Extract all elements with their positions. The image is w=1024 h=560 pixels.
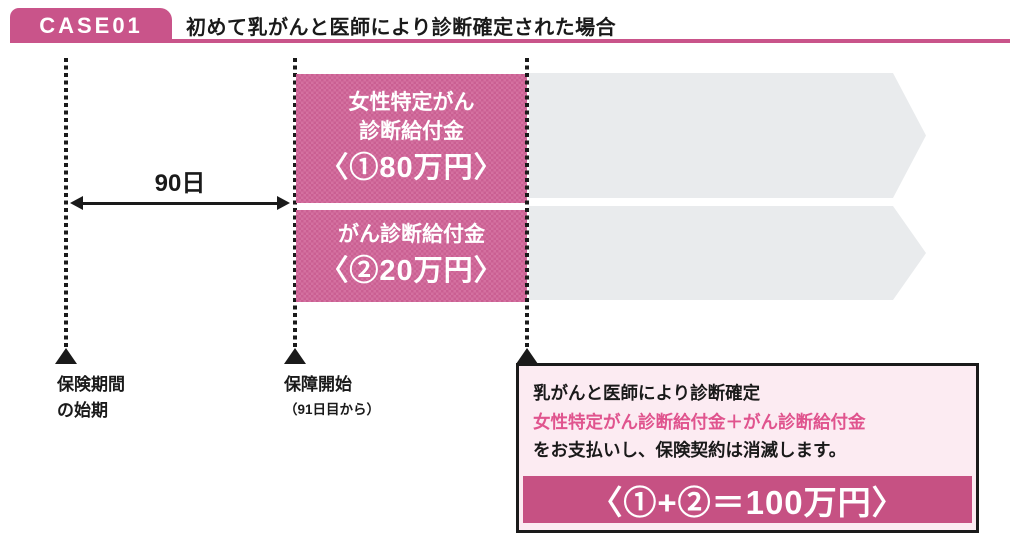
triangle-marker-icon <box>55 348 77 364</box>
benefit-block-name-line: 女性特定がん <box>348 91 475 115</box>
benefit-block-female-specific-cancer: 女性特定がん 診断給付金 〈①80万円〉 <box>296 74 527 203</box>
payout-box: 乳がんと医師により診断確定 女性特定がん診断給付金＋がん診断給付金 をお支払いし… <box>516 363 979 533</box>
case-badge: CASE01 <box>10 8 172 43</box>
payout-line-benefits: 女性特定がん診断給付金＋がん診断給付金 <box>533 411 866 432</box>
payout-text: 乳がんと医師により診断確定 女性特定がん診断給付金＋がん診断給付金 をお支払いし… <box>519 366 976 465</box>
payout-total-label: 〈①+②＝100万円〉 <box>589 483 906 521</box>
duration-arrow-right-icon <box>277 196 290 210</box>
payout-total-bar: 〈①+②＝100万円〉 <box>523 476 972 523</box>
policy-start-label: 保険期間 の始期 <box>57 372 125 423</box>
payout-line-diagnosis: 乳がんと医師により診断確定 <box>533 383 761 403</box>
benefit-block-name-line: 診断給付金 <box>359 120 464 144</box>
policy-start-label-line: 保険期間 <box>57 375 125 394</box>
benefit-block-cancer: がん診断給付金 〈②20万円〉 <box>296 210 527 302</box>
benefit-amount: 〈②20万円〉 <box>319 255 504 288</box>
triangle-marker-icon <box>284 348 306 364</box>
payout-line-termination: をお支払いし、保険契約は消滅します。 <box>533 440 847 461</box>
benefit-amount: 〈①80万円〉 <box>319 152 504 185</box>
page-title: 初めて乳がんと医師により診断確定された場合 <box>186 16 617 39</box>
coverage-continuation-arrow-top <box>529 73 926 198</box>
header-underline <box>172 39 1010 43</box>
benefit-block-name-line: がん診断給付金 <box>338 223 485 247</box>
coverage-start-dotted-line <box>293 58 297 348</box>
policy-start-label-line: の始期 <box>57 400 108 420</box>
duration-arrow-left-icon <box>70 196 83 210</box>
duration-arrow-line <box>82 202 278 205</box>
diagnosis-dotted-line <box>525 58 529 348</box>
triangle-marker-icon <box>516 348 538 364</box>
coverage-start-label-line: 保障開始 <box>284 375 352 394</box>
case-badge-label: CASE01 <box>39 12 143 38</box>
policy-start-dotted-line <box>64 58 68 348</box>
coverage-start-label-subline: （91日目から） <box>284 401 381 417</box>
duration-label: 90日 <box>154 170 206 197</box>
coverage-continuation-arrow-bottom <box>529 206 926 300</box>
coverage-start-label: 保障開始 （91日目から） <box>284 372 380 420</box>
